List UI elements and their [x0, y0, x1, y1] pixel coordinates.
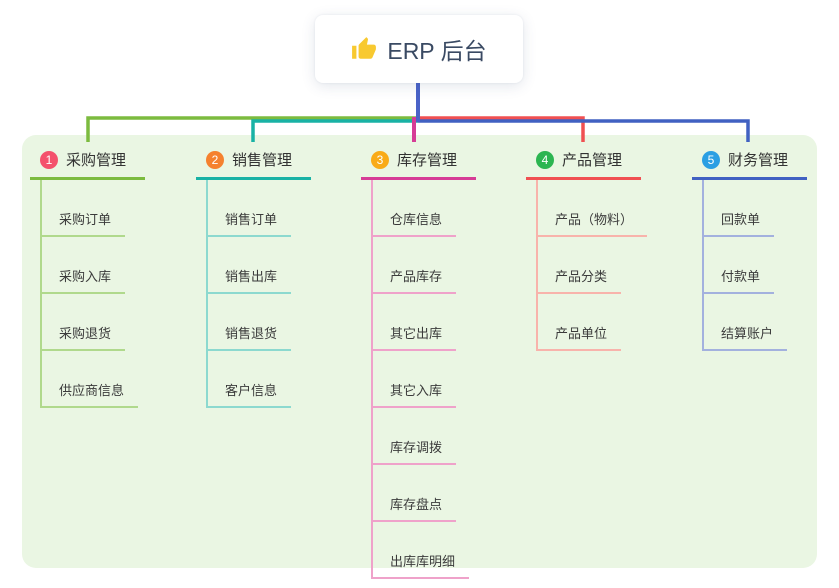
item-label: 库存盘点 — [390, 497, 443, 512]
branch-item-list: 回款单 付款单 结算账户 — [702, 180, 788, 351]
mindmap-item: 采购入库 — [42, 237, 126, 294]
mindmap-item: 其它入库 — [373, 351, 457, 408]
item-label: 结算账户 — [721, 326, 774, 341]
mindmap-item: 出库库明细 — [373, 522, 470, 579]
mindmap-item: 采购退货 — [42, 294, 126, 351]
thumbs-up-icon — [352, 37, 377, 59]
mindmap-item: 回款单 — [704, 180, 775, 237]
connector-branch-2 — [251, 119, 418, 142]
mindmap-item: 采购订单 — [42, 180, 126, 237]
branch-title: 销售管理 — [232, 152, 293, 169]
item-label: 回款单 — [721, 212, 761, 227]
branch-number-badge: 1 — [40, 150, 58, 169]
branch-title: 库存管理 — [397, 152, 458, 169]
connector-branch-5 — [418, 119, 750, 142]
item-label: 供应商信息 — [59, 383, 125, 398]
item-label: 产品（物料） — [555, 212, 634, 227]
item-label: 仓库信息 — [390, 212, 443, 227]
branch-product: 4 产品管理 产品（物料） 产品分类 产品单位 — [526, 146, 648, 351]
branch-header: 2 销售管理 — [196, 146, 311, 180]
branch-number-badge: 2 — [206, 150, 224, 169]
branch-item-list: 采购订单 采购入库 采购退货 供应商信息 — [40, 180, 139, 408]
item-label: 出库库明细 — [390, 554, 456, 569]
mindmap-item: 其它出库 — [373, 294, 457, 351]
mindmap-item: 库存盘点 — [373, 465, 457, 522]
mindmap-item: 产品分类 — [538, 237, 622, 294]
mindmap-item: 仓库信息 — [373, 180, 457, 237]
branch-header: 3 库存管理 — [361, 146, 476, 180]
branch-item-list: 销售订单 销售出库 销售退货 客户信息 — [206, 180, 292, 408]
mindmap-item: 销售出库 — [208, 237, 292, 294]
branch-header: 5 财务管理 — [692, 146, 807, 180]
mindmap-item: 销售退货 — [208, 294, 292, 351]
branch-number-badge: 5 — [702, 150, 720, 169]
item-label: 采购退货 — [59, 326, 112, 341]
item-label: 销售出库 — [225, 269, 278, 284]
item-label: 其它出库 — [390, 326, 443, 341]
item-label: 采购订单 — [59, 212, 112, 227]
mindmap-item: 库存调拨 — [373, 408, 457, 465]
branch-procurement: 1 采购管理 采购订单 采购入库 采购退货 供应商信息 — [30, 146, 145, 408]
mindmap-item: 结算账户 — [704, 294, 788, 351]
mindmap-item: 产品库存 — [373, 237, 457, 294]
branch-item-list: 产品（物料） 产品分类 产品单位 — [536, 180, 648, 351]
branch-number-badge: 4 — [536, 150, 554, 169]
item-label: 采购入库 — [59, 269, 112, 284]
connector-branch-1 — [86, 116, 418, 142]
branch-title: 财务管理 — [728, 152, 789, 169]
item-label: 产品库存 — [390, 269, 443, 284]
branch-number-badge: 3 — [371, 150, 389, 169]
mindmap-item: 产品单位 — [538, 294, 622, 351]
branch-header: 4 产品管理 — [526, 146, 641, 180]
mindmap-item: 供应商信息 — [42, 351, 139, 408]
item-label: 产品单位 — [555, 326, 608, 341]
connector-branch-4 — [418, 116, 585, 142]
mindmap-item: 客户信息 — [208, 351, 292, 408]
branch-sales: 2 销售管理 销售订单 销售出库 销售退货 客户信息 — [196, 146, 311, 408]
item-label: 销售退货 — [225, 326, 278, 341]
mindmap-item: 产品（物料） — [538, 180, 648, 237]
branch-finance: 5 财务管理 回款单 付款单 结算账户 — [692, 146, 807, 351]
root-title: ERP 后台 — [387, 38, 487, 64]
item-label: 库存调拨 — [390, 440, 443, 455]
branch-title: 产品管理 — [562, 152, 623, 169]
branches-panel — [22, 135, 817, 568]
item-label: 产品分类 — [555, 269, 608, 284]
branch-inventory: 3 库存管理 仓库信息 产品库存 其它出库 其它入库 库存调拨 库存盘点 出库库… — [361, 146, 476, 579]
branch-title: 采购管理 — [66, 152, 127, 169]
item-label: 客户信息 — [225, 383, 278, 398]
branch-header: 1 采购管理 — [30, 146, 145, 180]
mindmap-item: 付款单 — [704, 237, 775, 294]
item-label: 付款单 — [721, 269, 761, 284]
branch-item-list: 仓库信息 产品库存 其它出库 其它入库 库存调拨 库存盘点 出库库明细 — [371, 180, 470, 579]
mindmap-item: 销售订单 — [208, 180, 292, 237]
item-label: 销售订单 — [225, 212, 278, 227]
root-node: ERP 后台 — [315, 15, 523, 83]
item-label: 其它入库 — [390, 383, 443, 398]
